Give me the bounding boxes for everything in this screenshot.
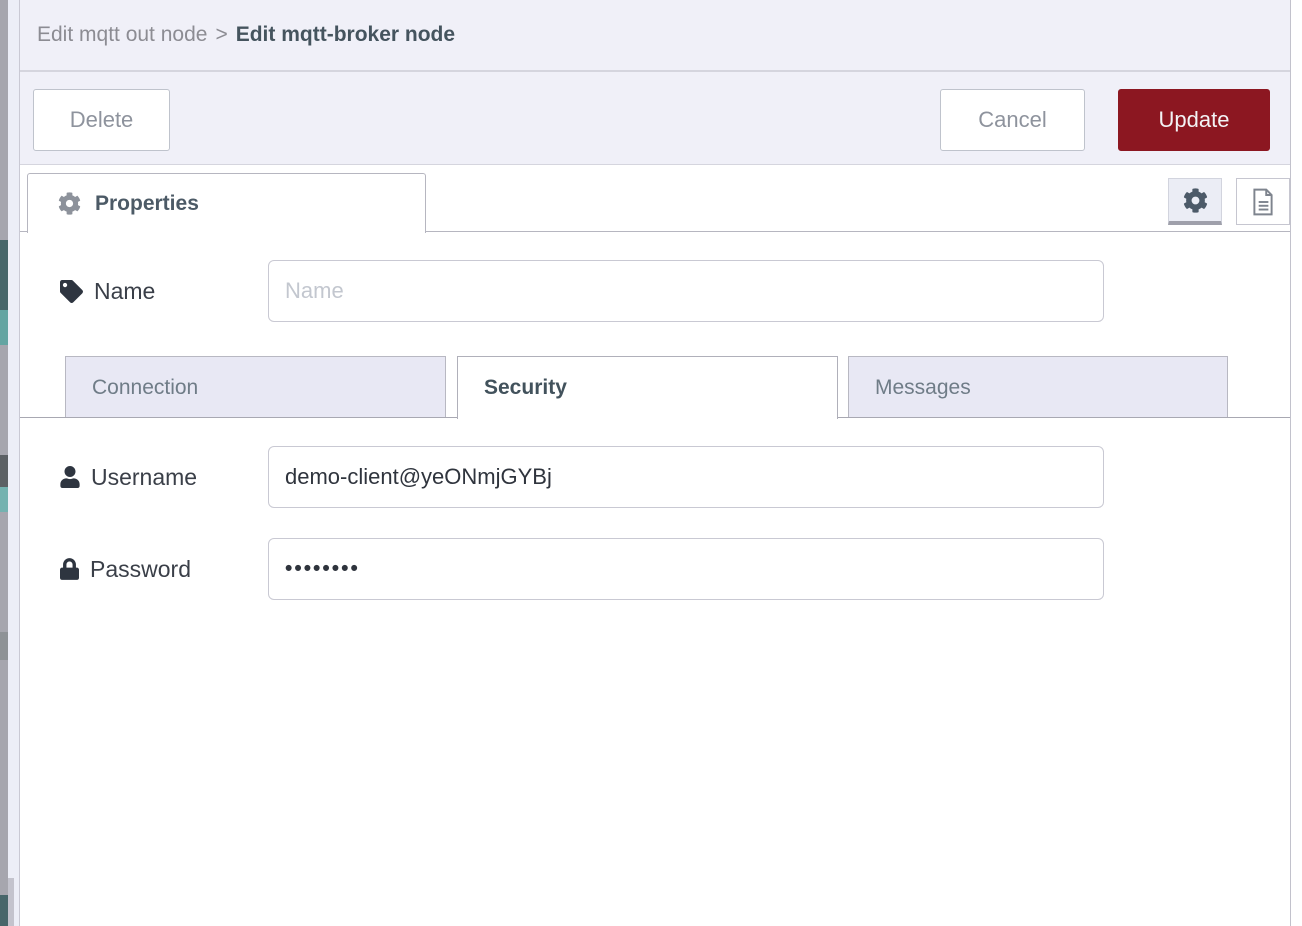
username-label-text: Username [91,463,198,490]
password-input[interactable] [268,538,1104,600]
palette-node-sliver [0,240,8,310]
palette-node-sliver [0,487,8,512]
tab-connection-label: Connection [92,375,199,399]
username-label: Username [60,464,268,491]
palette-node-sliver [0,455,8,487]
document-icon [1253,188,1273,215]
user-icon [60,466,80,488]
breadcrumb: Edit mqtt out node > Edit mqtt-broker no… [20,0,1290,72]
name-input[interactable] [268,260,1104,322]
username-input[interactable] [268,446,1104,508]
tab-security[interactable]: Security [457,356,838,419]
properties-panel: Name Connection Security Messages User [20,260,1290,600]
dialog-tabbar: Properties [20,165,1290,233]
password-label: Password [60,556,268,583]
name-label-text: Name [94,277,156,304]
palette-node-sliver [0,895,8,926]
tab-messages[interactable]: Messages [848,356,1228,418]
tab-messages-label: Messages [875,375,971,399]
palette-node-sliver [0,310,8,345]
cog-icon [58,192,81,215]
tag-icon [60,279,83,303]
tab-properties[interactable]: Properties [27,173,426,233]
cancel-button[interactable]: Cancel [940,89,1085,151]
delete-button[interactable]: Delete [33,89,170,151]
tab-security-label: Security [484,376,567,399]
node-docs-button[interactable] [1236,178,1290,225]
update-button[interactable]: Update [1118,89,1270,151]
lock-icon [60,558,79,580]
password-label-text: Password [90,555,191,582]
dialog-toolbar: Delete Cancel Update [20,72,1290,165]
tab-properties-label: Properties [95,191,199,215]
palette-node-sliver [0,632,8,660]
name-row: Name [20,260,1290,322]
broker-subtabs: Connection Security Messages [20,356,1290,419]
breadcrumb-current: Edit mqtt-broker node [235,23,456,46]
scrollbar[interactable] [8,878,14,926]
password-row: Password [20,538,1290,600]
breadcrumb-separator: > [215,23,228,46]
edit-node-dialog: Edit mqtt out node > Edit mqtt-broker no… [20,0,1291,926]
name-label: Name [60,278,268,305]
node-settings-button[interactable] [1168,178,1222,225]
tab-connection[interactable]: Connection [65,356,446,418]
cog-icon [1183,187,1207,213]
username-row: Username [20,446,1290,508]
breadcrumb-parent[interactable]: Edit mqtt out node [37,23,208,46]
editor-gutter [8,0,20,926]
palette-edge-strip [0,0,8,926]
